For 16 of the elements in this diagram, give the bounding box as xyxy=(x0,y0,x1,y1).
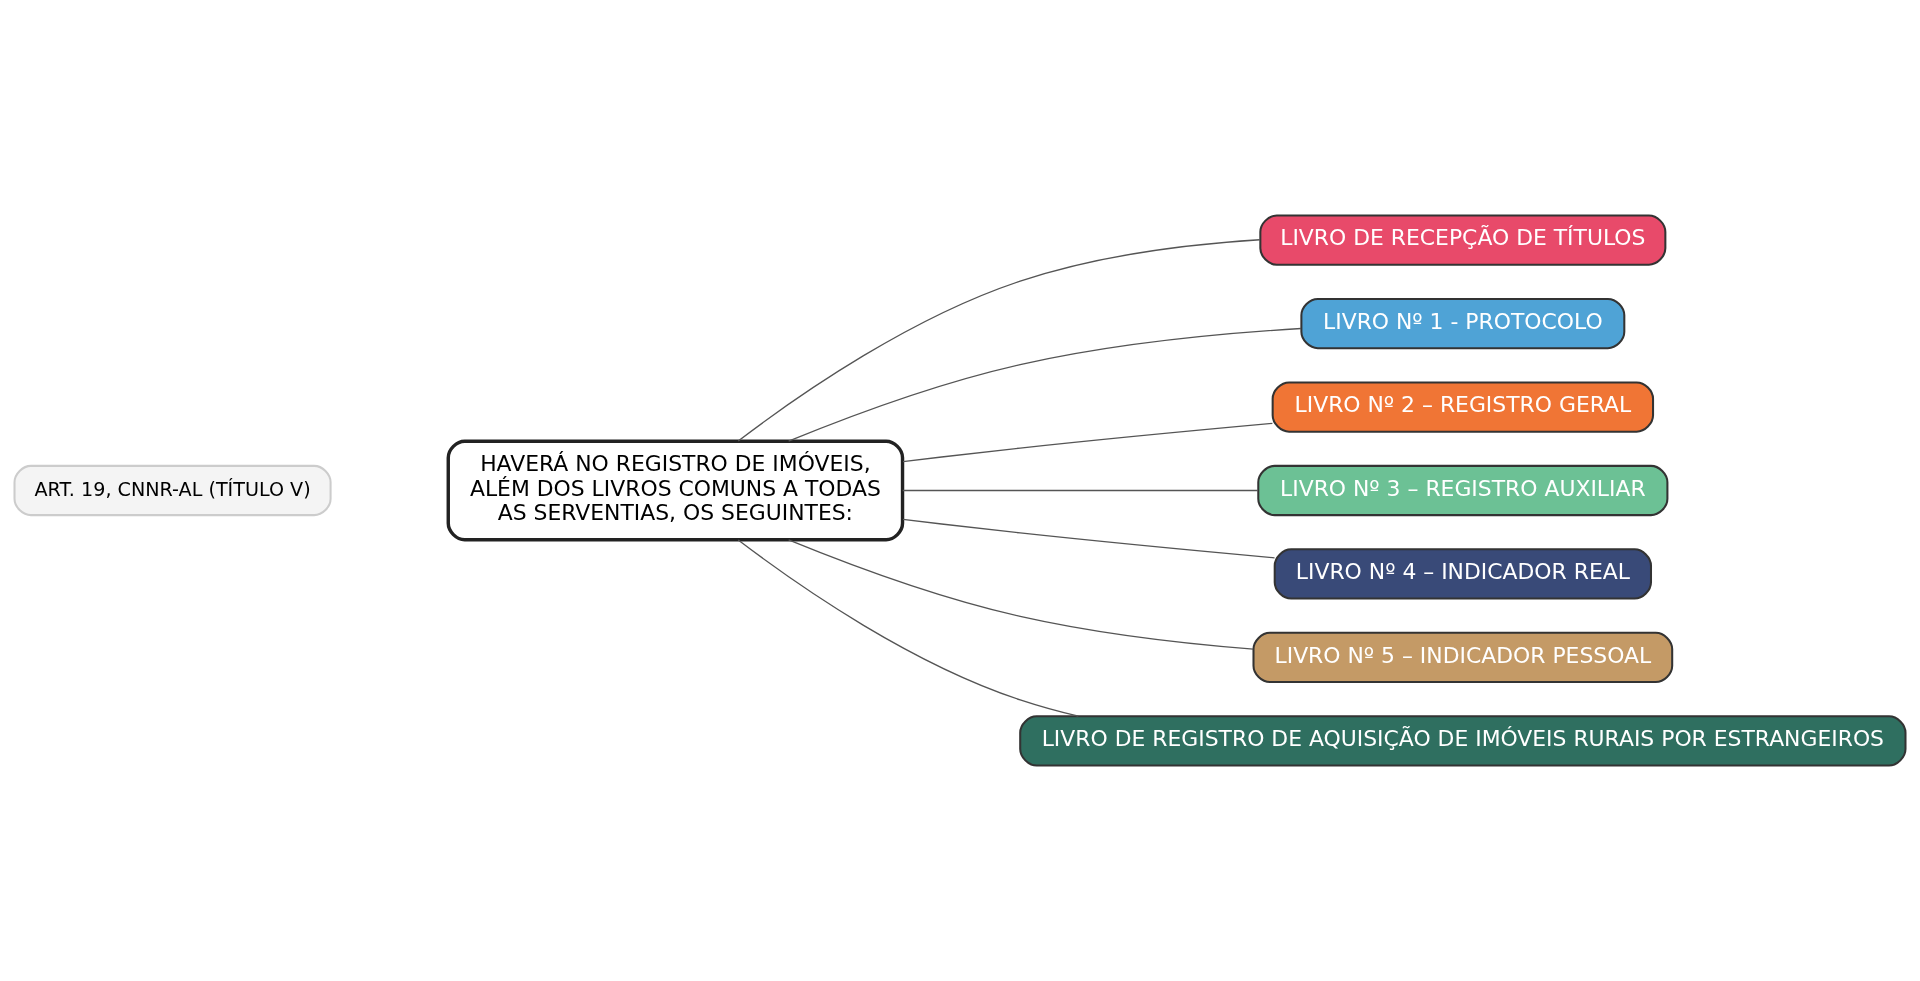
node-box: LIVRO Nº 1 - PROTOCOLO xyxy=(1300,297,1626,350)
connector xyxy=(787,327,1302,442)
connector xyxy=(787,539,1254,650)
label: ART. 19, CNNR-AL (TÍTULO V) xyxy=(34,477,311,501)
connector xyxy=(737,239,1261,442)
node-box: LIVRO Nº 5 – INDICADOR PESSOAL xyxy=(1252,631,1674,684)
connector xyxy=(737,539,1080,717)
connector xyxy=(902,489,1259,492)
connector xyxy=(902,422,1274,463)
connector xyxy=(902,518,1276,559)
node-box: LIVRO Nº 4 – INDICADOR REAL xyxy=(1273,548,1652,600)
node-box: LIVRO DE REGISTRO DE AQUISIÇÃO DE IMÓVEIS RURAIS POR ESTRANGEIROS xyxy=(1019,715,1907,767)
node-box: LIVRO Nº 2 – REGISTRO GERAL xyxy=(1271,381,1655,433)
node-box: LIVRO DE RECEPÇÃO DE TÍTULOS xyxy=(1259,214,1667,266)
node-box: LIVRO Nº 3 – REGISTRO AUXILIAR xyxy=(1257,464,1669,517)
node-box: HAVERÁ NO REGISTRO DE IMÓVEIS, ALÉM DOS LIVROS COMUNS A TODAS AS SERVENTIAS, OS SEGUINTES: xyxy=(446,439,905,542)
